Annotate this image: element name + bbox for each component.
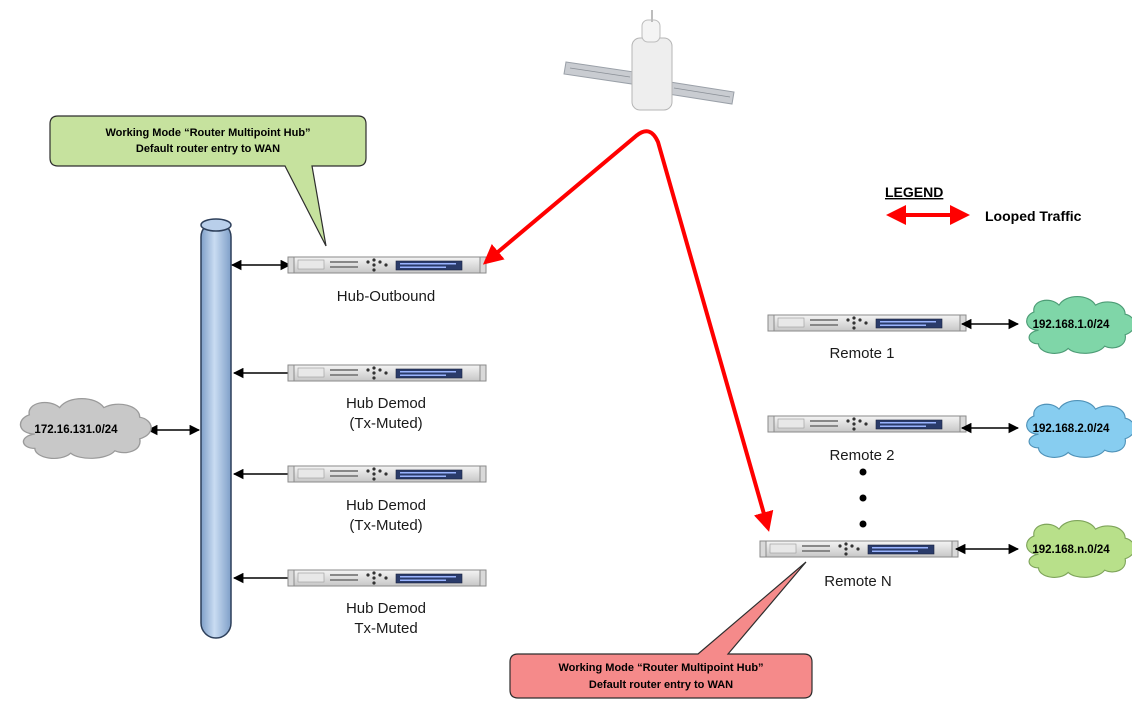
modem-icon: [759, 540, 959, 558]
modem-icon: [287, 364, 487, 382]
modem-icon: [287, 465, 487, 483]
remote-2-label: Remote 2: [829, 447, 894, 464]
remote-1-label: Remote 1: [829, 345, 894, 362]
modem-icon: [287, 256, 487, 274]
hub-callout-line1: Working Mode “Router Multipoint Hub”: [105, 127, 310, 139]
remote-callout-line1: Working Mode “Router Multipoint Hub”: [558, 662, 763, 674]
looped-traffic-path: [482, 129, 774, 532]
modem-icon: [767, 415, 967, 433]
modem-icon: [287, 569, 487, 587]
hub-demod-2-sublabel: (Tx-Muted): [349, 517, 422, 534]
satellite-icon: [563, 10, 735, 111]
hub-callout-line2: Default router entry to WAN: [136, 143, 280, 155]
remote-1-cloud-label: 192.168.1.0/24: [1033, 319, 1110, 331]
hub-callout: [49, 115, 367, 247]
hub-demod-3-label: Hub Demod: [346, 600, 426, 617]
hub-demod-1-sublabel: (Tx-Muted): [349, 415, 422, 432]
remote-2-cloud-label: 192.168.2.0/24: [1033, 423, 1110, 435]
hub-outbound-label: Hub-Outbound: [337, 288, 435, 305]
hub-demod-2-label: Hub Demod: [346, 497, 426, 514]
legend-looped-traffic-label: Looped Traffic: [985, 208, 1082, 224]
legend-title: LEGEND: [885, 184, 943, 200]
remote-callout: [509, 561, 813, 699]
remote-n-label: Remote N: [824, 573, 892, 590]
hub-demod-3-sublabel: Tx-Muted: [354, 620, 417, 637]
wan-cloud-label: 172.16.131.0/24: [34, 424, 118, 436]
remote-callout-line2: Default router entry to WAN: [589, 679, 733, 691]
modem-icon: [767, 314, 967, 332]
hub-demod-1-label: Hub Demod: [346, 395, 426, 412]
ellipsis-dots: [859, 468, 867, 528]
lan-bus: [200, 218, 232, 639]
remote-n-cloud-label: 192.168.n.0/24: [1032, 544, 1110, 556]
